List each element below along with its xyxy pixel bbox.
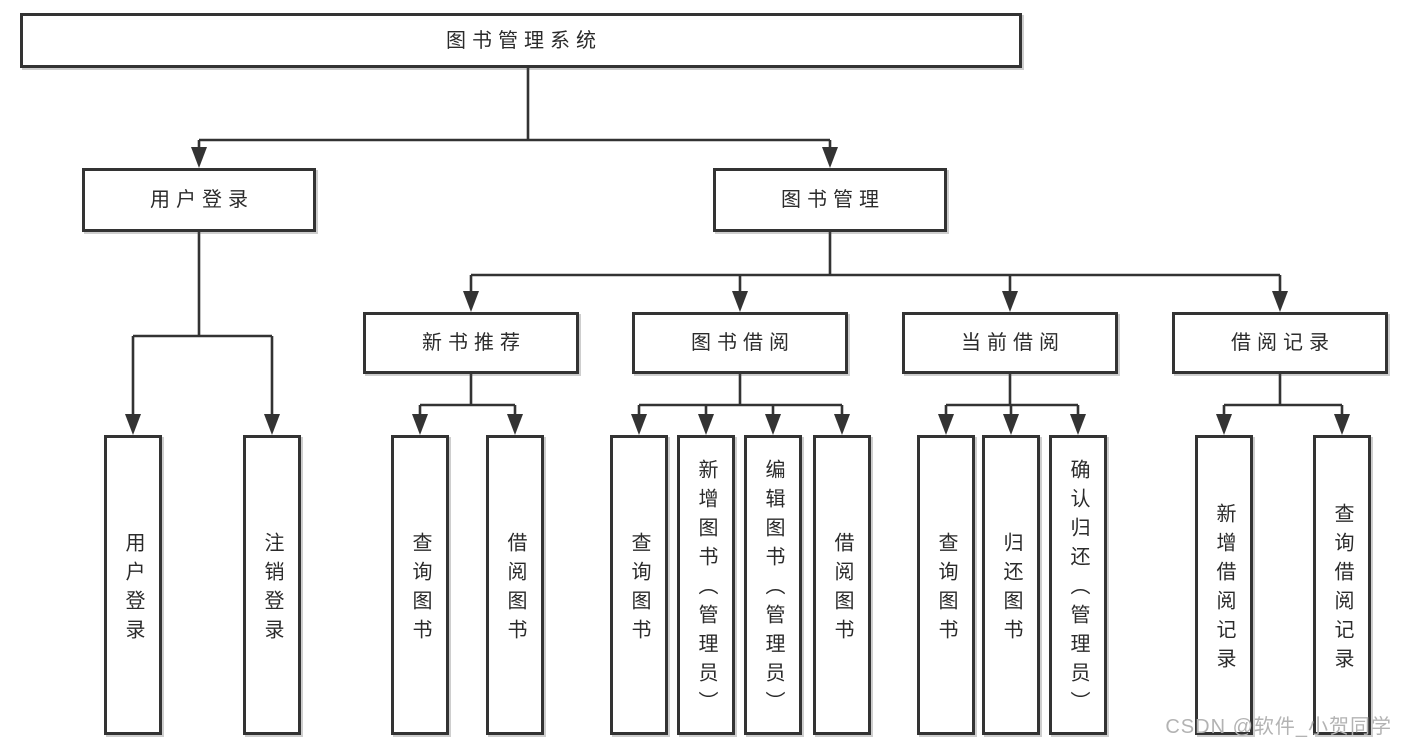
connector-current-borrow-group [944,374,1080,417]
connector-borrow-records-group [1222,374,1344,417]
node-new-book-recommend: 新书推荐 [363,312,579,374]
arrow-down-icon [631,414,647,435]
node-current-borrow: 当前借阅 [902,312,1118,374]
arrow-down-icon [125,414,141,435]
node-book-management-label: 图书管理 [781,189,885,211]
connector-user-login-to-children [131,232,274,417]
leaf-logout-label: 注销登录 [261,531,283,648]
leaf-bb-add-books-admin-label: 新增图书（管理员） [695,459,717,720]
arrow-down-icon [1272,291,1288,312]
leaf-cb-return-books: 归还图书 [982,435,1040,735]
leaf-nb-query-books-label: 查询图书 [409,531,431,648]
arrow-down-icon [191,147,207,168]
connector-stems [131,68,1344,417]
leaf-cb-query-books: 查询图书 [917,435,975,735]
arrow-down-icon [1334,414,1350,435]
node-root-label: 图书管理系统 [446,29,602,52]
leaf-nb-borrow-books: 借阅图书 [486,435,544,735]
arrow-down-icon [732,291,748,312]
leaf-nb-query-books: 查询图书 [391,435,449,735]
node-borrow-records: 借阅记录 [1172,312,1388,374]
leaf-cb-confirm-return-admin: 确认归还（管理员） [1049,435,1107,735]
arrow-down-icon [1002,291,1018,312]
leaf-bb-edit-books-admin-label: 编辑图书（管理员） [762,459,784,720]
arrow-down-icon [834,414,850,435]
node-new-book-recommend-label: 新书推荐 [422,332,526,354]
node-book-borrow: 图书借阅 [632,312,848,374]
leaf-nb-borrow-books-label: 借阅图书 [504,531,526,648]
node-book-management: 图书管理 [713,168,947,232]
connector-book-mgmt-to-level2 [469,232,1282,294]
leaf-bb-add-books-admin: 新增图书（管理员） [677,435,735,735]
connector-root-to-level1 [197,68,832,150]
node-user-login-label: 用户登录 [150,189,254,211]
arrow-down-icon [1070,414,1086,435]
leaf-user-login-label: 用户登录 [122,531,144,648]
connector-book-borrow-group [637,374,844,417]
arrow-down-icon [938,414,954,435]
arrow-down-icon [1216,414,1232,435]
leaf-br-add-record: 新增借阅记录 [1195,435,1253,735]
leaf-user-login: 用户登录 [104,435,162,735]
leaf-bb-borrow-books-label: 借阅图书 [831,531,853,648]
leaf-cb-return-books-label: 归还图书 [1000,531,1022,648]
node-borrow-records-label: 借阅记录 [1231,332,1335,354]
arrow-down-icon [1003,414,1019,435]
leaf-logout: 注销登录 [243,435,301,735]
connector-new-book-group [418,374,517,417]
arrow-down-icon [507,414,523,435]
arrow-down-icon [765,414,781,435]
node-book-borrow-label: 图书借阅 [691,332,795,354]
arrowheads [125,147,1350,435]
leaf-cb-query-books-label: 查询图书 [935,531,957,648]
arrow-down-icon [698,414,714,435]
watermark: CSDN @软件_小贺同学 [1165,716,1392,738]
arrow-down-icon [412,414,428,435]
arrow-down-icon [264,414,280,435]
node-user-login: 用户登录 [82,168,316,232]
leaf-bb-edit-books-admin: 编辑图书（管理员） [744,435,802,735]
node-current-borrow-label: 当前借阅 [961,332,1065,354]
leaf-bb-borrow-books: 借阅图书 [813,435,871,735]
node-root: 图书管理系统 [20,13,1022,68]
arrow-down-icon [822,147,838,168]
leaf-br-query-record: 查询借阅记录 [1313,435,1371,735]
leaf-br-add-record-label: 新增借阅记录 [1213,502,1235,677]
leaf-bb-query-books-label: 查询图书 [628,531,650,648]
leaf-bb-query-books: 查询图书 [610,435,668,735]
leaf-cb-confirm-return-admin-label: 确认归还（管理员） [1067,459,1089,720]
leaf-br-query-record-label: 查询借阅记录 [1331,502,1353,677]
arrow-down-icon [463,291,479,312]
